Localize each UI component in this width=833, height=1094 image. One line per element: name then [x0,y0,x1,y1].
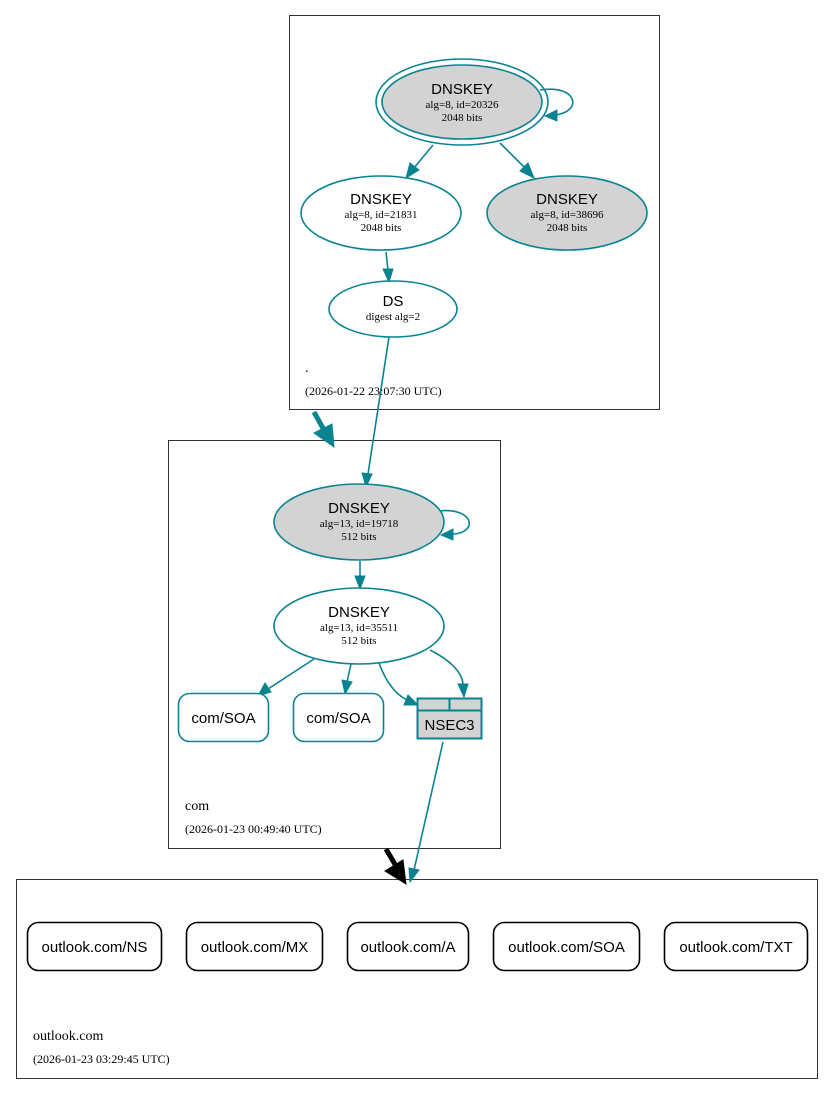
zone-root-name: . [305,361,309,376]
edge-com-zsk-soa2 [346,663,352,683]
com-ksk-self-edge [437,509,470,535]
root-standby-line2: 2048 bits [547,222,588,234]
outlook-a-label: outlook.com/A [360,939,455,956]
com-ksk-node: DNSKEY alg=13, id=19718 512 bits [273,483,445,561]
outlook-mx-node: outlook.com/MX [185,921,324,972]
outlook-ns-node: outlook.com/NS [26,921,163,972]
root-zsk-line2: 2048 bits [361,222,402,234]
arrow-root-zsk-ds [382,268,394,284]
edge-com-zsk-nsec3-a [378,662,408,701]
outlook-txt-label: outlook.com/TXT [679,939,792,956]
root-zsk-node: DNSKEY alg=8, id=21831 2048 bits [300,175,462,251]
com-ksk-title: DNSKEY [328,500,390,517]
com-nsec3-node: NSEC3 [416,697,483,740]
zone-com-box [168,440,501,849]
outlook-soa-label: outlook.com/SOA [508,939,625,956]
outlook-ns-label: outlook.com/NS [42,939,148,956]
zone-root-timestamp: (2026-01-22 23:07:30 UTC) [305,384,442,398]
root-ds-node: DS digest alg=2 [328,280,458,338]
outlook-a-node: outlook.com/A [346,921,470,972]
root-standby-node: DNSKEY alg=8, id=38696 2048 bits [486,175,648,251]
com-zsk-node: DNSKEY alg=13, id=35511 512 bits [273,587,445,665]
delegation-root-com [311,410,327,432]
root-ds-title: DS [383,293,404,310]
arrow-nsec3-outlook [408,867,420,884]
com-soa-2-label: com/SOA [306,710,370,727]
outlook-mx-label: outlook.com/MX [201,939,309,956]
delegation-root-com-arrow [313,423,335,449]
outlook-txt-node: outlook.com/TXT [663,921,809,972]
arrow-com-ksk-zsk [354,575,366,591]
com-ksk-line1: alg=13, id=19718 [320,518,399,530]
com-zsk-line2: 512 bits [341,635,376,647]
zone-root-box [289,15,660,410]
com-zsk-title: DNSKEY [328,604,390,621]
arrow-com-zsk-soa2 [341,679,353,696]
com-soa-1-label: com/SOA [191,710,255,727]
com-ksk-line2: 512 bits [341,531,376,543]
root-zsk-line1: alg=8, id=21831 [345,209,418,221]
root-zsk-title: DNSKEY [350,191,412,208]
outlook-soa-node: outlook.com/SOA [492,921,641,972]
edge-root-ksk-zsk [413,144,434,169]
edge-root-ksk-standby [499,142,526,169]
com-soa-node-2: com/SOA [292,692,385,743]
edge-root-zsk-ds [385,251,389,271]
edge-com-zsk-nsec3-b [429,649,464,685]
root-ksk-line1: alg=8, id=20326 [426,99,499,111]
com-ksk-self-arrow [439,528,454,541]
zone-com-name: com [185,799,209,814]
arrow-ds-com-ksk [361,472,373,489]
com-zsk-line1: alg=13, id=35511 [320,622,398,634]
arrow-com-zsk-nsec3-a [403,694,420,706]
root-ksk-node: DNSKEY alg=8, id=20326 2048 bits [375,58,549,146]
root-ds-line1: digest alg=2 [366,311,420,323]
arrow-com-zsk-soa1 [256,682,272,697]
zone-outlook-name: outlook.com [33,1029,103,1044]
root-standby-line1: alg=8, id=38696 [531,209,604,221]
root-standby-title: DNSKEY [536,191,598,208]
root-ksk-line2: 2048 bits [442,112,483,124]
edge-ds-com-ksk [367,336,390,475]
arrow-root-ksk-zsk [405,162,420,180]
root-ksk-self-edge [539,88,574,116]
zone-outlook-box [16,879,818,1079]
root-ksk-self-arrow [543,109,558,122]
root-ksk-title: DNSKEY [431,81,493,98]
arrow-root-ksk-standby [519,162,535,180]
com-soa-node-1: com/SOA [177,692,270,743]
delegation-com-outlook [383,847,399,868]
arrow-com-zsk-nsec3-b [457,683,469,699]
edge-nsec3-outlook [413,741,444,871]
delegation-com-outlook-arrow [384,859,407,885]
com-nsec3-label: NSEC3 [424,717,474,734]
zone-outlook-timestamp: (2026-01-23 03:29:45 UTC) [33,1052,170,1066]
edge-com-zsk-soa1 [267,658,315,690]
zone-com-timestamp: (2026-01-23 00:49:40 UTC) [185,822,322,836]
